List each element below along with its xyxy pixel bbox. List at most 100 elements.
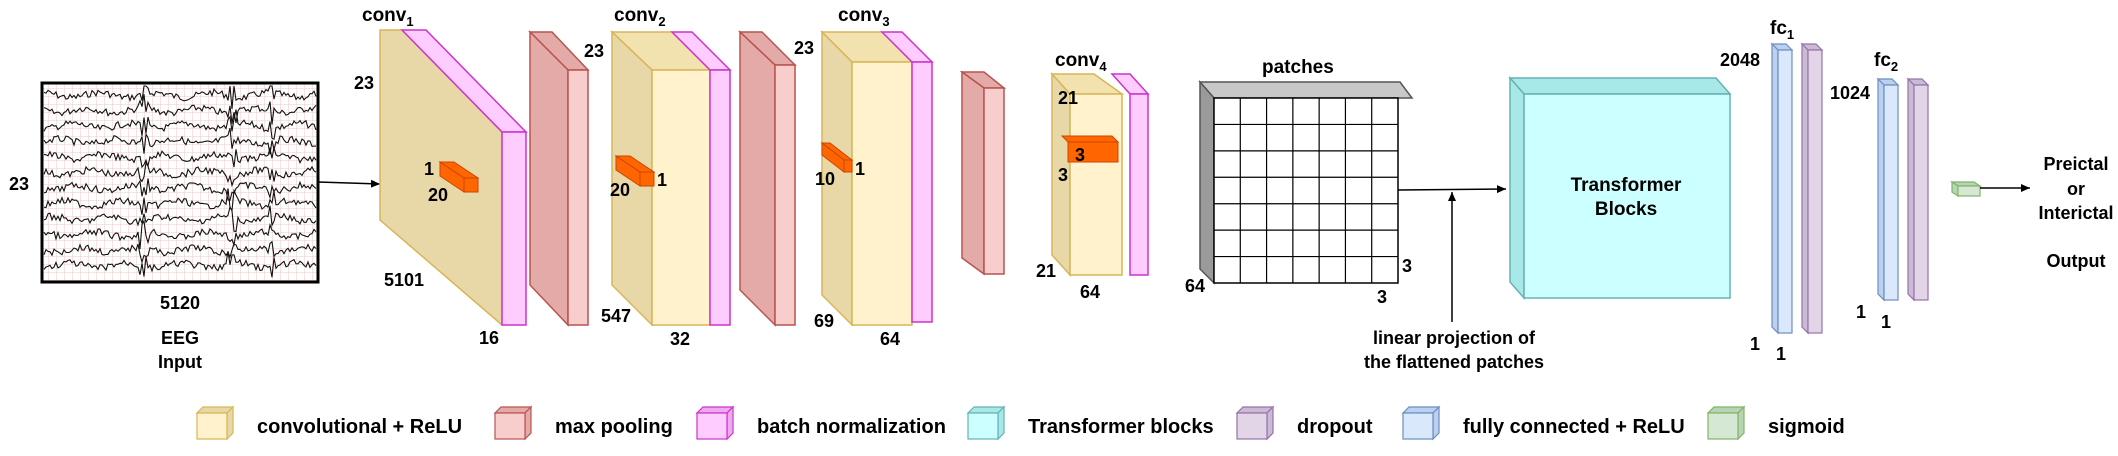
fc2-dim-a-label: 1 (1856, 302, 1866, 322)
output-block: Preictal or Interictal Output (2038, 154, 2113, 271)
conv4-channels-label: 64 (1080, 282, 1100, 302)
legend: convolutional + ReLU max pooling batch nor… (195, 405, 1845, 441)
legend-item-sigmoid: sigmoid (1706, 405, 1845, 441)
legend-swatch (696, 412, 728, 440)
input-caption-line1: EEG (161, 328, 199, 348)
legend-label: dropout (1297, 416, 1373, 438)
legend-label: Transformer blocks (1028, 416, 1214, 438)
fc1-front (1777, 49, 1793, 334)
conv4-length-label: 21 (1036, 261, 1056, 281)
patches-to-transformer-arrow (1397, 185, 1507, 194)
conv2-channels-label: 32 (670, 329, 690, 349)
dropout2-side (1907, 77, 1915, 302)
transformer-block: Transformer Blocks (1508, 76, 1732, 300)
output-line2: or (2067, 179, 2085, 199)
eeg-trace (43, 240, 317, 265)
eeg-trace (43, 109, 317, 141)
fc2-front (1883, 84, 1899, 301)
fc1-block: fc1 2048 1 1 (1720, 18, 1824, 364)
conv2-block: conv2 23 1 20 547 32 (584, 5, 732, 349)
legend-swatch-side (226, 405, 234, 441)
dropout2-front (1913, 84, 1929, 301)
conv1-kernel-front (463, 177, 479, 193)
conv2-bn-front (709, 69, 731, 326)
conv4-block: conv4 21 3 3 21 64 (1036, 50, 1150, 302)
legend-swatch (1707, 412, 1739, 440)
conv4-kernel-front (1067, 141, 1119, 163)
patches-patch-h-label: 3 (1402, 256, 1412, 276)
pool2-front (774, 64, 796, 326)
conv1-title: conv1 (362, 5, 414, 29)
pool1-front (567, 69, 589, 326)
legend-swatch (1402, 412, 1434, 440)
patches-patch-w-label: 3 (1377, 287, 1387, 307)
conv4-kernel-top (1060, 135, 1120, 143)
legend-item-pool: max pooling (493, 405, 673, 441)
legend-swatch-side (1432, 405, 1440, 441)
conv4-title: conv4 (1055, 50, 1107, 74)
input-caption-line2: Input (158, 352, 202, 372)
conv1-block: conv1 23 1 20 5101 16 (354, 5, 528, 348)
conv3-block: conv3 23 1 10 69 64 (794, 5, 934, 349)
input-height-label: 23 (9, 174, 29, 194)
eeg-trace (43, 205, 317, 233)
pool1-block (528, 30, 590, 327)
legend-item-conv: convolutional + ReLU (195, 405, 462, 441)
fc1-dim-b-label: 1 (1776, 344, 1786, 364)
transformer-label-line1: Transformer (1571, 175, 1682, 196)
fc1-side (1771, 42, 1779, 335)
patches-title: patches (1262, 57, 1334, 78)
conv2-height-label: 23 (584, 41, 604, 61)
input-width-label: 5120 (160, 293, 200, 313)
pool3-front (983, 87, 1005, 275)
conv3-kernel-w-label: 10 (815, 169, 835, 189)
legend-item-dropout: dropout (1235, 405, 1373, 441)
output-line1: Preictal (2043, 154, 2108, 174)
fc1-title: fc1 (1770, 18, 1794, 42)
conv4-front (1069, 93, 1123, 276)
conv2-kernel-front (639, 171, 655, 187)
conv3-kernel-front (843, 159, 853, 173)
output-line4: Output (2047, 251, 2106, 271)
conv1-channels-label: 16 (479, 328, 499, 348)
conv1-kernel-w-label: 20 (428, 185, 448, 205)
conv3-kernel-h-label: 1 (855, 159, 865, 179)
legend-swatch-side (997, 405, 1005, 441)
transformer-side (1509, 76, 1525, 300)
fc2-side (1877, 77, 1885, 302)
eeg-trace (43, 94, 317, 125)
pool2-block (738, 30, 797, 327)
fc1-units-label: 2048 (1720, 50, 1760, 70)
legend-swatch (1236, 412, 1268, 440)
fc2-block: fc2 1024 1 1 (1830, 50, 1930, 332)
patches-top (1198, 81, 1414, 99)
conv2-title: conv2 (614, 5, 666, 29)
patches-size-label: 64 (1185, 276, 1205, 296)
conv4-kernel-h-label: 3 (1058, 165, 1068, 185)
eeg-trace (43, 85, 317, 109)
legend-swatch (196, 412, 228, 440)
legend-label: batch normalization (757, 416, 946, 438)
dropout1-side (1801, 42, 1809, 335)
patches-grid-frame (1213, 97, 1399, 284)
patches-block: patches 64 3 3 linear projection of the … (1185, 57, 1544, 372)
pool2-side (739, 30, 776, 327)
legend-label: fully connected + ReLU (1463, 416, 1685, 438)
legend-item-bn: batch normalization (695, 405, 946, 441)
pool3-side (961, 70, 985, 276)
legend-item-fc: fully connected + ReLU (1401, 405, 1685, 441)
conv4-height-label: 21 (1058, 88, 1078, 108)
conv1-bn-front (501, 131, 527, 326)
output-line3: Interictal (2038, 203, 2113, 223)
conv3-length-label: 69 (814, 311, 834, 331)
eeg-trace (43, 161, 317, 188)
fc2-dim-b-label: 1 (1881, 312, 1891, 332)
conv3-channels-label: 64 (880, 329, 900, 349)
legend-label: max pooling (555, 416, 673, 438)
conv1-length-label: 5101 (384, 270, 424, 290)
eeg-trace (43, 178, 317, 201)
conv1-kernel-h-label: 1 (424, 159, 434, 179)
patches-grid (1214, 98, 1398, 283)
fc2-title: fc2 (1874, 50, 1898, 74)
